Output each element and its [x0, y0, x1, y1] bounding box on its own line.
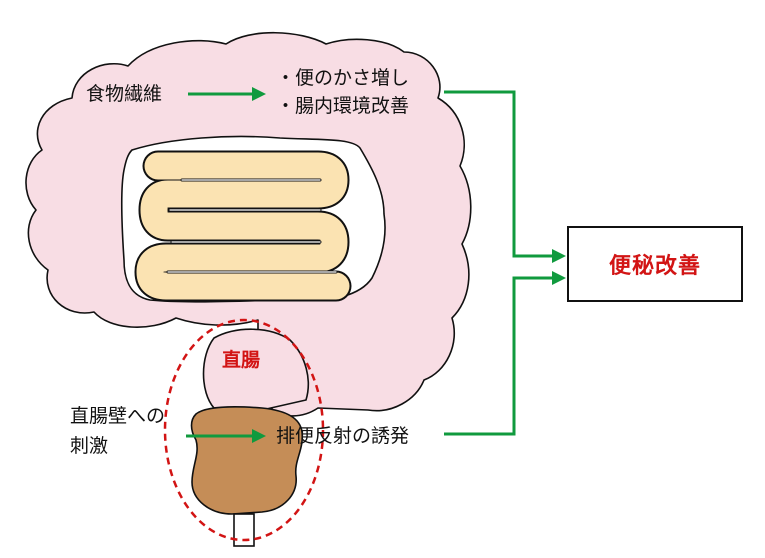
bottom-connector — [444, 276, 556, 436]
result-box: 便秘改善 — [567, 226, 743, 302]
reflex-label: 排便反射の誘発 — [276, 425, 410, 447]
result-label: 便秘改善 — [608, 254, 701, 279]
anal-canal — [233, 513, 255, 547]
stimulus-label-line1: 直腸壁への — [70, 405, 166, 427]
arrowhead-top — [552, 249, 566, 263]
arrowheads — [252, 87, 566, 443]
dietary-fiber-label: 食物繊維 — [86, 83, 163, 105]
effect-gut-label: ・腸内環境改善 — [276, 95, 410, 117]
arrowhead-stimulus — [252, 429, 266, 443]
rectum-label: 直腸 — [222, 349, 261, 371]
arrowhead-fiber — [252, 87, 266, 101]
top-connector — [444, 90, 556, 258]
small-intestine-fill — [136, 152, 350, 300]
arrowhead-bottom — [552, 271, 566, 285]
small-intestine-lumen-fill — [167, 179, 337, 273]
effect-bulk-label: ・便のかさ増し — [276, 67, 410, 89]
flow-arrows — [186, 90, 556, 438]
rectum-shape — [202, 328, 310, 411]
stimulus-label-line2: 刺激 — [70, 435, 109, 457]
rectum-highlight — [163, 318, 325, 542]
stool — [190, 406, 304, 515]
